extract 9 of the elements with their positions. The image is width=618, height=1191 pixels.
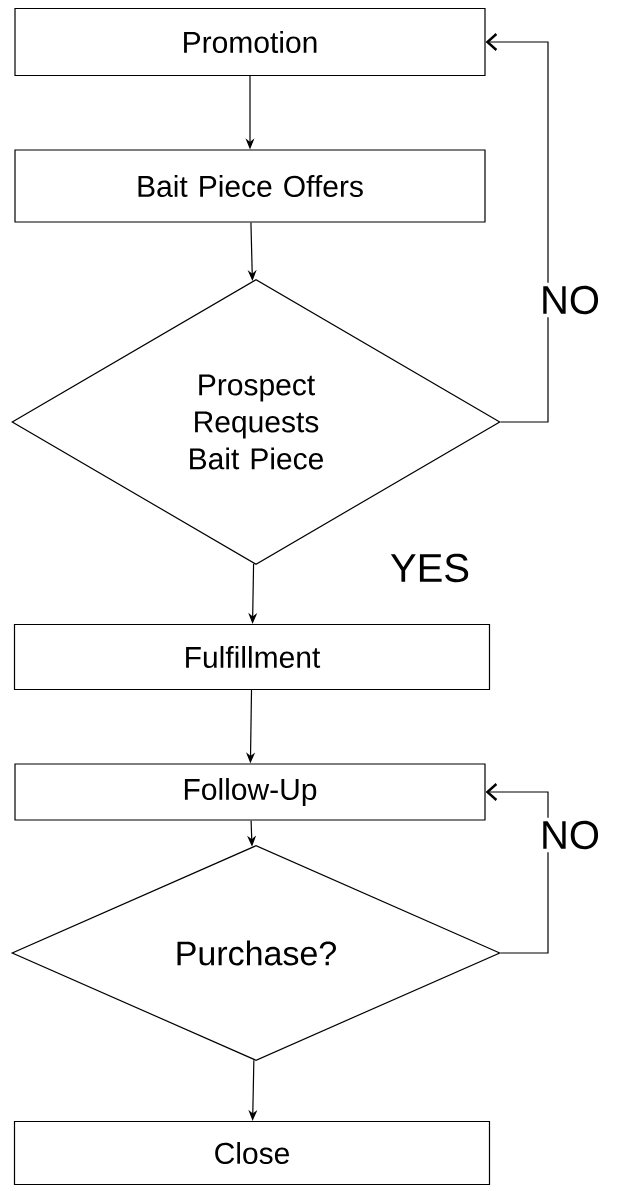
arrow xyxy=(485,783,549,954)
edge-label: NO xyxy=(537,282,603,318)
process-box: Fulfillment xyxy=(13,623,491,691)
process-box: Promotion xyxy=(14,7,486,77)
process-box: Bait Piece Offers xyxy=(14,149,486,223)
process-box: Close xyxy=(13,1120,491,1186)
process-box: Follow-Up xyxy=(14,763,486,821)
arrow xyxy=(485,33,549,423)
edge-label: NO xyxy=(537,817,603,853)
